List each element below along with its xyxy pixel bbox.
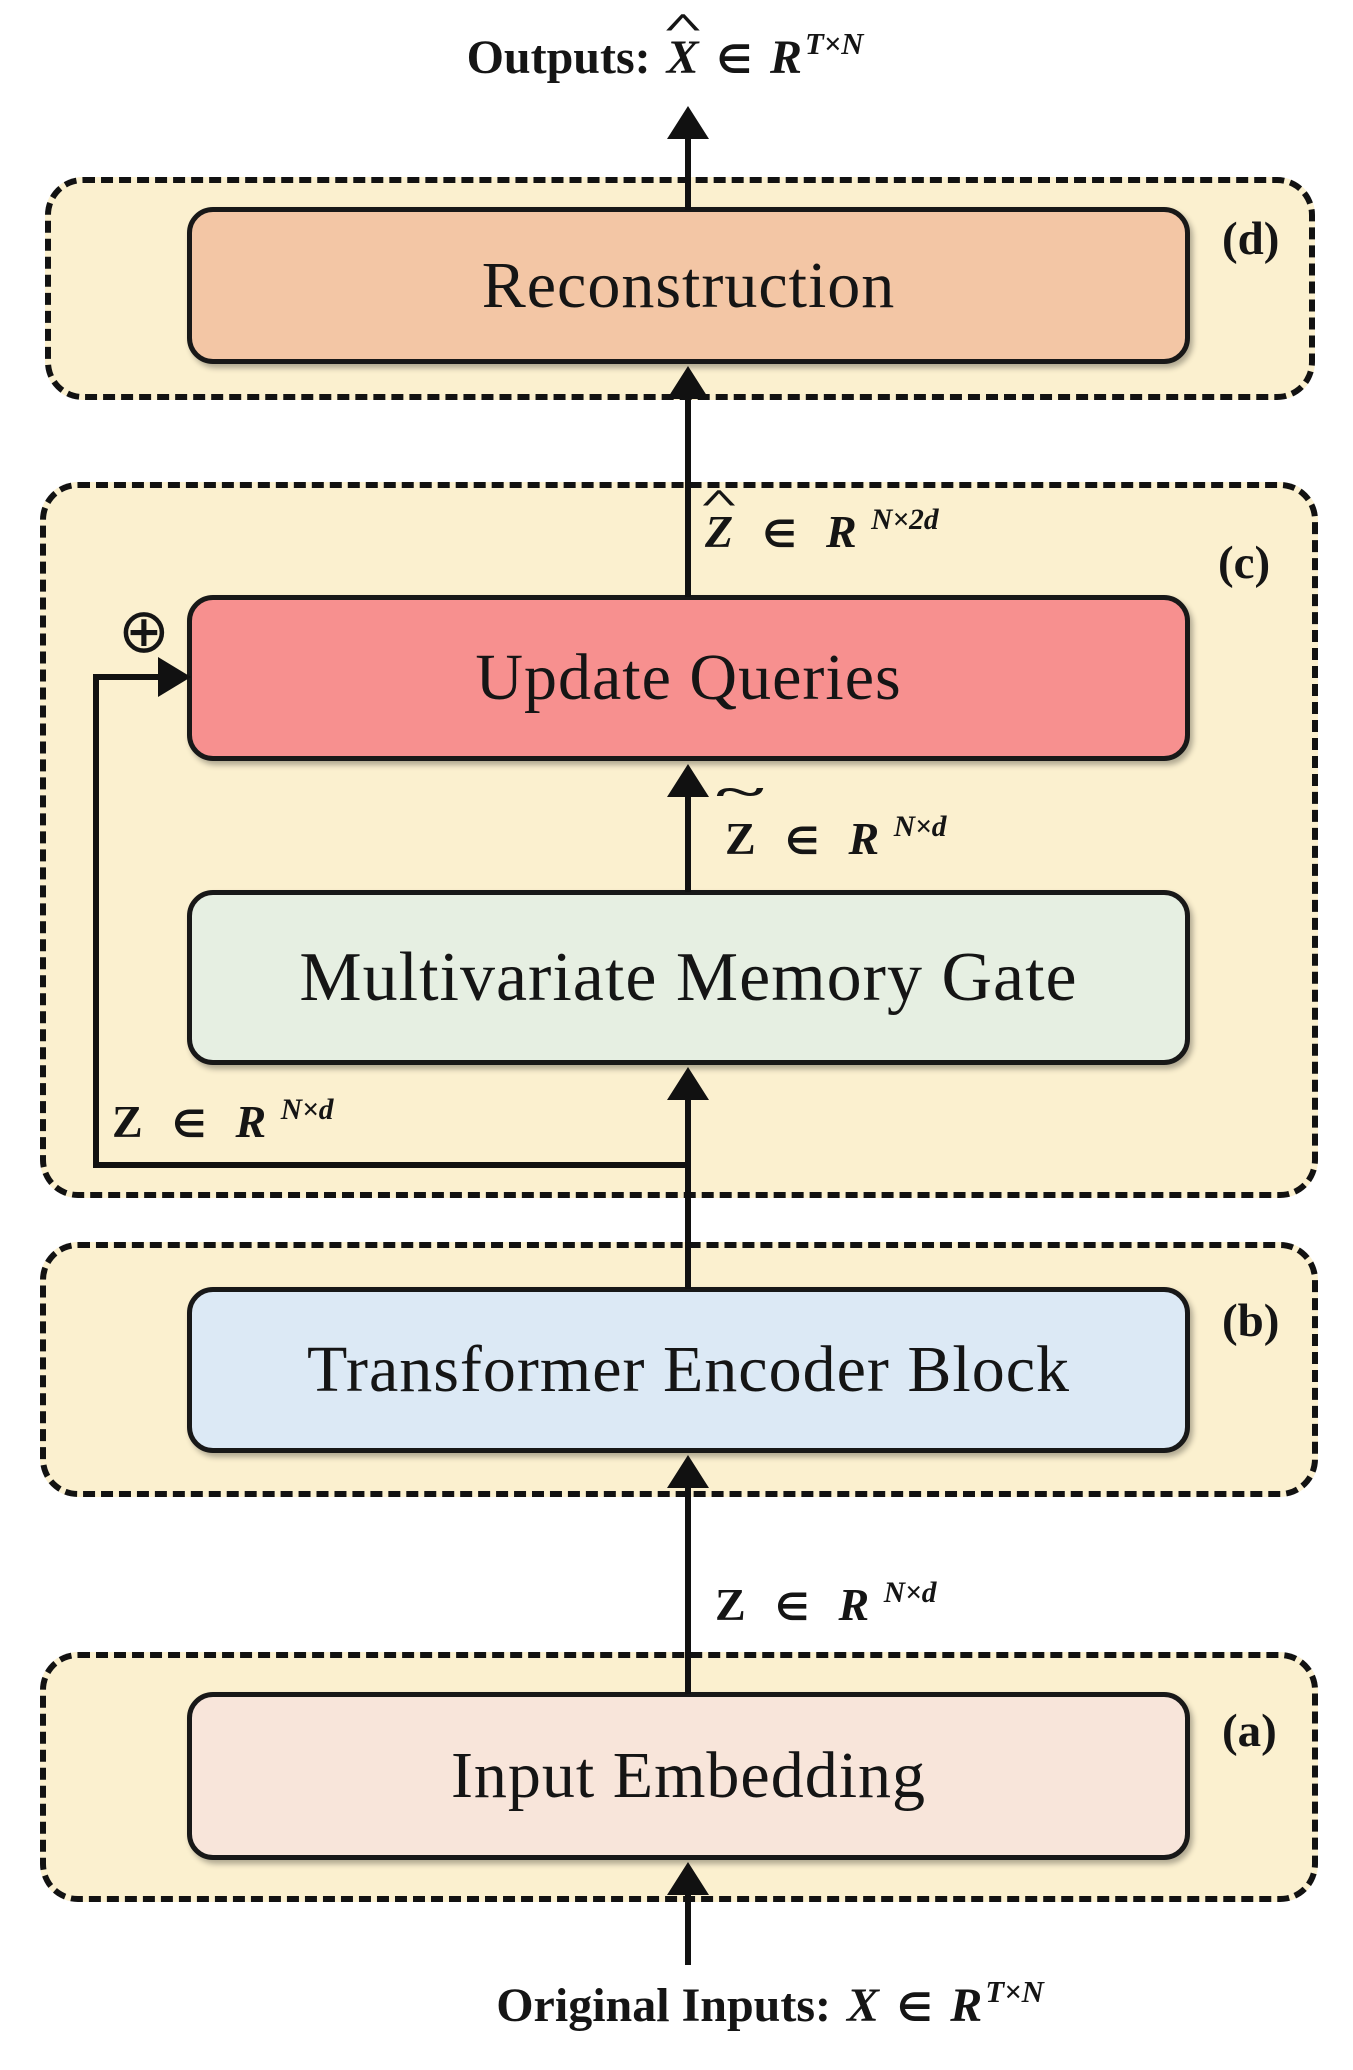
reconstruction-label: Reconstruction bbox=[481, 248, 896, 322]
skip-line-stub bbox=[97, 674, 159, 680]
input-embedding-block: Input Embedding bbox=[187, 1692, 1190, 1860]
arrow-shaft-to-input-embedding bbox=[685, 1892, 691, 1965]
element-of-symbol: ∈ bbox=[897, 1985, 933, 2031]
dims-superscript: N×2d bbox=[871, 503, 939, 536]
formula-ztilde: Z~ ∈ R N×d bbox=[716, 767, 947, 865]
hat-accent: ^ bbox=[698, 483, 740, 521]
skip-arrowhead bbox=[158, 657, 191, 697]
arrowhead-to-outputs bbox=[667, 106, 709, 139]
set-r: R bbox=[848, 813, 880, 864]
set-r: R bbox=[769, 31, 802, 84]
arrowhead-to-update-queries bbox=[667, 764, 709, 797]
panel-a-tag: (a) bbox=[1222, 1705, 1277, 1757]
arrow-shaft-to-outputs bbox=[685, 134, 691, 210]
formula-z-between: Z ∈ R N×d bbox=[715, 1576, 937, 1631]
tilde-accent: ~ bbox=[716, 767, 765, 816]
input-embedding-label: Input Embedding bbox=[450, 1739, 927, 1812]
var-z-hat: Z^ bbox=[698, 483, 740, 557]
var-z-tilde: Z~ bbox=[716, 767, 765, 864]
element-of-symbol: ∈ bbox=[716, 37, 752, 83]
arrowhead-to-transformer bbox=[667, 1455, 709, 1488]
var-x: X bbox=[846, 1979, 879, 2032]
transformer-label: Transformer Encoder Block bbox=[306, 1333, 1071, 1406]
memory-gate-block: Multivariate Memory Gate bbox=[187, 890, 1190, 1065]
reconstruction-block: Reconstruction bbox=[187, 207, 1190, 364]
formula-z-skip: Z ∈ R N×d bbox=[112, 1093, 334, 1148]
set-r: R bbox=[838, 1579, 870, 1630]
skip-line-horizontal bbox=[93, 1162, 691, 1168]
update-queries-label: Update Queries bbox=[475, 641, 902, 714]
arrowhead-to-input-embedding bbox=[667, 1862, 709, 1895]
var-z: Z bbox=[715, 1579, 746, 1630]
update-queries-block: Update Queries bbox=[187, 595, 1190, 761]
formula-zhat: Z^ ∈ R N×2d bbox=[698, 483, 939, 558]
element-of-symbol: ∈ bbox=[172, 1102, 207, 1146]
panel-b-tag: (b) bbox=[1222, 1295, 1280, 1347]
element-of-symbol: ∈ bbox=[775, 1585, 810, 1629]
panel-c-tag: (c) bbox=[1218, 537, 1271, 589]
arrowhead-to-memory-gate bbox=[667, 1067, 709, 1100]
panel-d-tag: (d) bbox=[1222, 213, 1280, 265]
arrow-shaft-to-memory-gate bbox=[685, 1097, 691, 1289]
memory-gate-label: Multivariate Memory Gate bbox=[299, 938, 1078, 1016]
var-x-hat: X^ bbox=[661, 7, 704, 84]
arrow-shaft-to-update-queries bbox=[685, 794, 691, 892]
skip-line-vertical bbox=[93, 674, 99, 1168]
dims-superscript: T×N bbox=[985, 1974, 1044, 2009]
dims-superscript: N×d bbox=[280, 1093, 334, 1126]
arrow-shaft-to-reconstruction bbox=[685, 396, 691, 597]
original-inputs-label: Original Inputs: X ∈ R T×N bbox=[385, 1974, 1155, 2053]
outputs-prefix: Outputs: bbox=[466, 31, 651, 84]
dims-superscript: N×d bbox=[883, 1576, 937, 1609]
element-of-symbol: ∈ bbox=[762, 512, 797, 556]
hat-accent: ^ bbox=[661, 7, 704, 46]
oplus-icon: ⊕ bbox=[118, 594, 170, 667]
element-of-symbol: ∈ bbox=[785, 819, 820, 863]
var-z: Z bbox=[112, 1096, 143, 1147]
set-r: R bbox=[825, 506, 857, 557]
arrow-shaft-to-transformer bbox=[685, 1485, 691, 1694]
arrowhead-to-reconstruction bbox=[667, 366, 709, 399]
outputs-label: Outputs: X^ ∈ R T×N bbox=[320, 7, 1010, 100]
dims-superscript: N×d bbox=[893, 810, 947, 843]
dims-superscript: T×N bbox=[804, 26, 864, 61]
set-r: R bbox=[950, 1979, 983, 2032]
set-r: R bbox=[235, 1096, 267, 1147]
transformer-block: Transformer Encoder Block bbox=[187, 1287, 1190, 1453]
inputs-prefix: Original Inputs: bbox=[496, 1979, 831, 2032]
